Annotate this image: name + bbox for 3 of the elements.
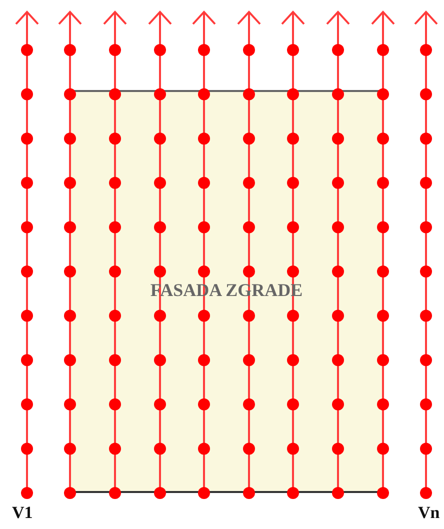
building-facade: [70, 90, 383, 493]
line-label: Vn: [418, 503, 440, 523]
line-label: V1: [12, 503, 33, 523]
